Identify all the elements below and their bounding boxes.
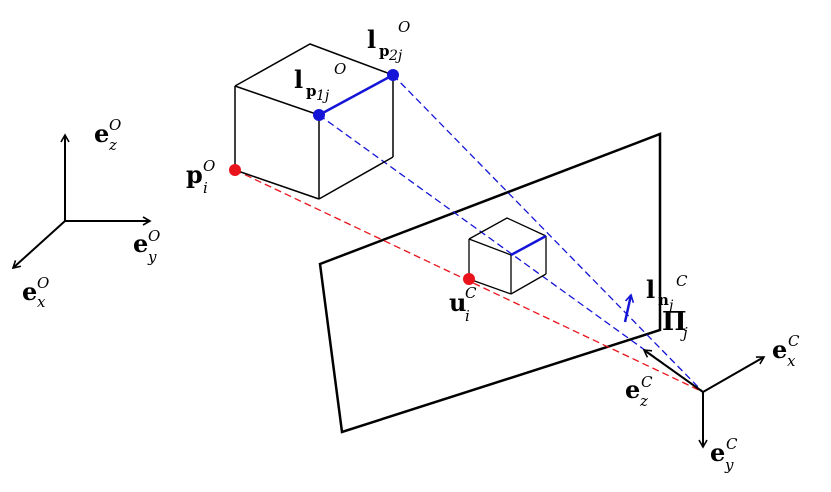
object-axis-x xyxy=(11,220,66,270)
svg-text:i: i xyxy=(465,307,470,325)
label-point-3d: p i O xyxy=(186,157,215,197)
object-line-segment xyxy=(318,73,394,117)
svg-text:C: C xyxy=(726,435,738,453)
projection-rays xyxy=(234,74,704,393)
svg-text:O: O xyxy=(109,116,121,134)
projected-cube xyxy=(468,217,547,295)
label-camera-y: e y C xyxy=(710,435,738,474)
label-line-endpoint-1: l p 1j O xyxy=(294,60,346,104)
svg-text:p: p xyxy=(379,42,390,60)
label-camera-z: e z C xyxy=(625,373,653,410)
svg-text:O: O xyxy=(37,274,49,292)
plane-normal-arrow xyxy=(623,293,635,323)
svg-text:p: p xyxy=(306,82,317,100)
point-2d-red xyxy=(463,273,475,285)
label-object-z: e z O xyxy=(94,116,121,154)
svg-text:n: n xyxy=(658,291,669,309)
camera-axis-z xyxy=(642,349,704,393)
label-plane: Π j xyxy=(662,307,688,342)
svg-text:z: z xyxy=(108,136,117,154)
object-frame-axes xyxy=(11,133,152,270)
svg-text:O: O xyxy=(148,227,160,245)
svg-text:l: l xyxy=(646,275,655,304)
point-3d-red xyxy=(229,164,241,176)
svg-text:e: e xyxy=(133,229,148,258)
svg-text:O: O xyxy=(334,60,346,78)
object-cube xyxy=(234,43,394,200)
projected-line-segment xyxy=(510,234,547,257)
label-camera-x: e x C xyxy=(772,332,800,370)
svg-text:C: C xyxy=(676,272,688,290)
svg-text:2j: 2j xyxy=(388,48,403,64)
svg-text:e: e xyxy=(625,375,640,404)
label-line-normal: l n j C xyxy=(646,272,688,314)
svg-text:e: e xyxy=(94,119,109,148)
label-object-y: e y O xyxy=(133,227,160,266)
svg-text:1j: 1j xyxy=(316,88,330,104)
label-point-2d: u i C xyxy=(449,284,477,325)
svg-text:C: C xyxy=(788,332,800,350)
svg-text:C: C xyxy=(465,284,477,302)
svg-text:x: x xyxy=(787,352,796,370)
svg-text:i: i xyxy=(203,179,208,197)
svg-text:j: j xyxy=(680,324,688,342)
svg-text:y: y xyxy=(147,248,157,266)
ray-line-endpoint-2 xyxy=(392,74,704,393)
camera-axis-x xyxy=(702,356,766,393)
svg-text:u: u xyxy=(449,288,466,317)
label-object-x: e x O xyxy=(22,274,49,311)
svg-text:O: O xyxy=(398,18,410,36)
svg-text:p: p xyxy=(186,160,203,189)
svg-text:z: z xyxy=(639,392,648,410)
svg-text:y: y xyxy=(724,456,734,474)
svg-text:e: e xyxy=(22,277,37,306)
svg-text:e: e xyxy=(710,438,725,467)
svg-text:l: l xyxy=(294,65,303,94)
svg-text:j: j xyxy=(666,298,674,314)
svg-text:C: C xyxy=(641,373,653,391)
label-line-endpoint-2: l p 2j O xyxy=(367,18,410,64)
ray-line-endpoint-1 xyxy=(318,114,704,393)
svg-text:Π: Π xyxy=(662,307,687,337)
svg-text:x: x xyxy=(37,293,46,311)
line-endpoint-1-dot xyxy=(313,109,325,121)
line-endpoint-2-dot xyxy=(387,69,399,81)
svg-text:l: l xyxy=(367,25,376,54)
camera-frame-axes xyxy=(642,349,766,449)
svg-text:O: O xyxy=(203,157,215,175)
svg-text:e: e xyxy=(772,335,787,364)
image-plane xyxy=(318,132,662,434)
